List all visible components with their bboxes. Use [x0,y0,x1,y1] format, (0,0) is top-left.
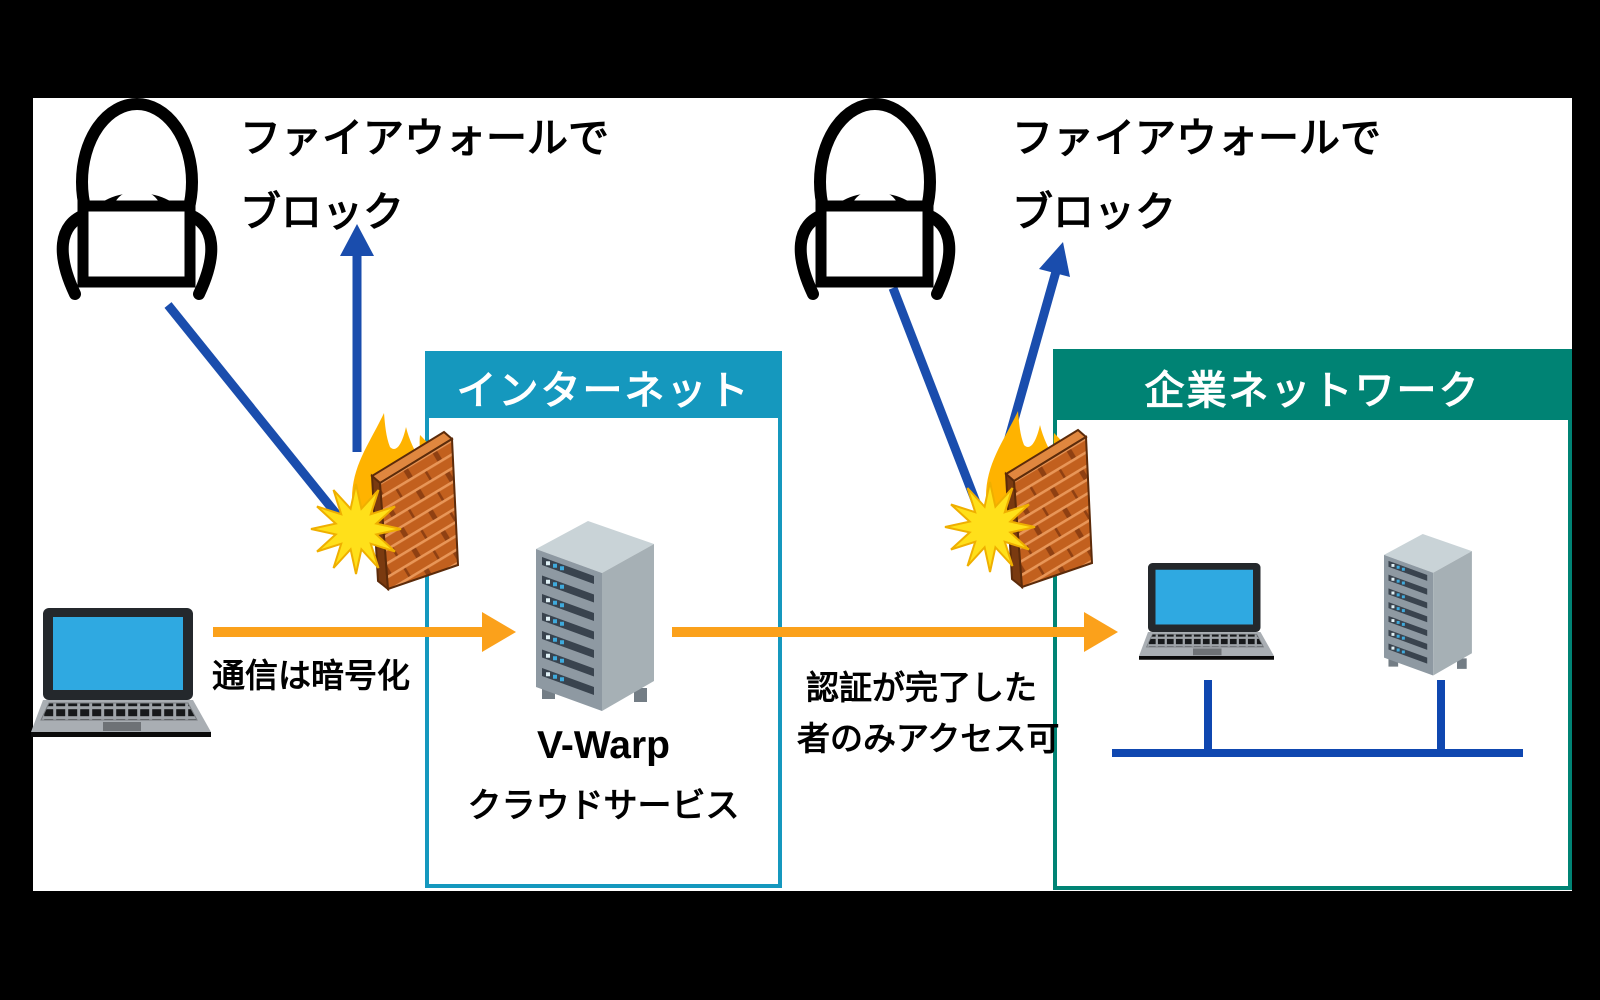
hacker-icon-right [801,104,950,294]
attack-line-left [164,302,342,519]
internet-zone-box: インターネット [425,351,782,888]
arrowhead-up-icon [1039,242,1070,277]
arrowhead-right-icon [1084,612,1118,652]
firewall-icon-left [310,412,459,590]
attack-line-right [888,286,982,507]
firewall-block-caption-left-line1: ファイアウォールで [240,115,609,161]
encrypted-caption: 通信は暗号化 [212,657,410,694]
firewall-block-caption-right-line2: ブロック [1012,189,1176,235]
arrowhead-up-icon [340,224,374,256]
authenticated-flow-arrow [672,612,1118,652]
arrowhead-right-icon [482,612,516,652]
firewall-icon-right [944,410,1093,588]
vwarp-label-line1: V-Warp [537,724,670,767]
corporate-laptop-icon [1138,562,1275,661]
corporate-server-icon [1384,534,1472,676]
firewall-block-caption-left-line2: ブロック [240,189,404,235]
auth-caption-line2: 者のみアクセス可 [797,720,1060,757]
internet-zone-header: インターネット [429,355,778,418]
client-laptop-icon [30,607,212,738]
hacker-icon-left [63,104,212,294]
corporate-zone-box: 企業ネットワーク [1053,349,1572,890]
firewall-block-caption-right-line1: ファイアウォールで [1012,115,1381,161]
corporate-zone-header: 企業ネットワーク [1057,353,1568,420]
encrypted-flow-arrow [213,612,516,652]
blocked-arrow-left [340,224,374,452]
vwarp-server-icon [536,521,654,711]
vwarp-label-line2: クラウドサービス [467,787,740,825]
corporate-lan-lines [1112,680,1523,757]
auth-caption-line1: 認証が完了した [806,669,1037,706]
